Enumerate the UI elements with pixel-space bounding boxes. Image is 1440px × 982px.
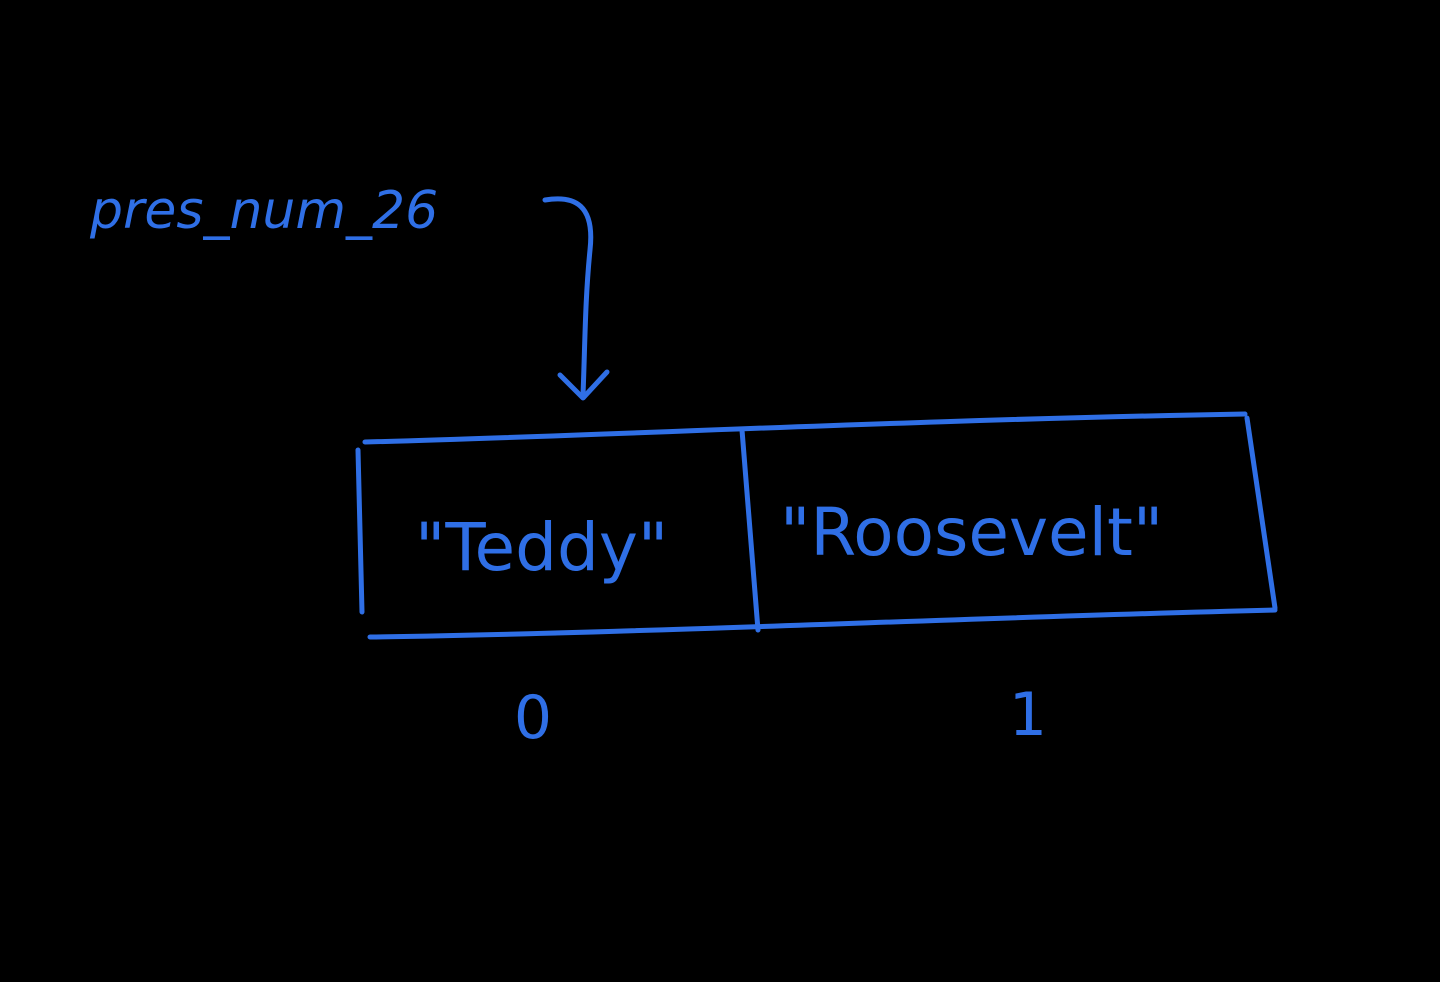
array-index-label: 0	[514, 683, 552, 753]
cell-divider	[739, 427, 761, 633]
variable-label: pres_num_26	[89, 181, 438, 241]
array-index-label: 1	[1009, 680, 1047, 750]
array-box	[355, 411, 1278, 640]
array-cell-value: "Teddy"	[415, 509, 668, 586]
array-cell-value: "Roosevelt"	[780, 494, 1163, 571]
pointer-arrow	[542, 196, 610, 401]
